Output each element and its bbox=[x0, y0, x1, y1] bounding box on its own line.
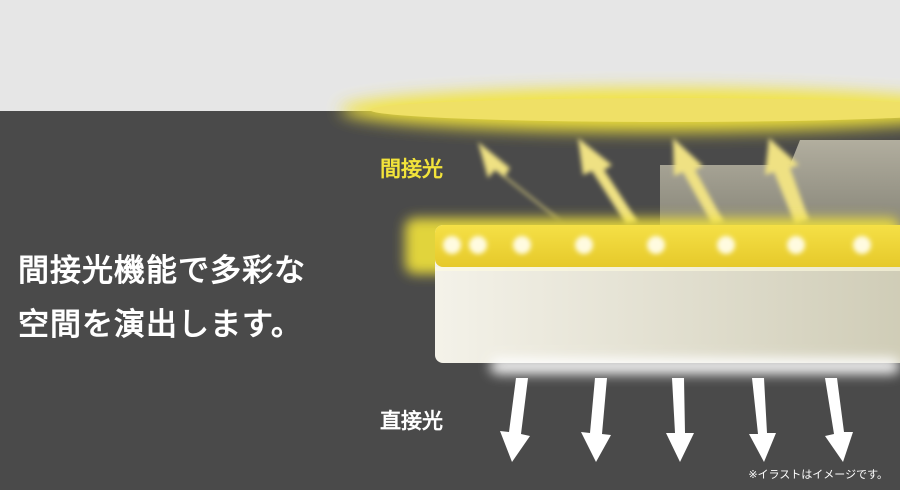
arrow-down-icon bbox=[500, 378, 530, 462]
arrow-down-icon bbox=[581, 378, 611, 462]
arrow-up-left-icon bbox=[578, 138, 638, 224]
headline-line-2: 空間を演出します。 bbox=[18, 307, 303, 343]
led-strip bbox=[435, 225, 900, 267]
ceiling-glow-core bbox=[370, 98, 900, 122]
headline-line-1: 間接光機能で多彩な bbox=[18, 253, 306, 289]
led-dot bbox=[469, 236, 487, 254]
arrow-down-icon bbox=[749, 378, 776, 462]
arrow-down-icon bbox=[666, 378, 694, 462]
led-dot bbox=[787, 236, 805, 254]
led-dot bbox=[647, 236, 665, 254]
arrow-up-left-icon bbox=[765, 138, 809, 224]
headline: 間接光機能で多彩な 空間を演出します。 bbox=[18, 244, 306, 352]
led-dot bbox=[575, 236, 593, 254]
led-dot bbox=[853, 236, 871, 254]
direct-light-label: 直接光 bbox=[380, 409, 443, 433]
arrow-down-icon bbox=[825, 378, 853, 462]
arrow-up-left-icon bbox=[673, 138, 724, 224]
indirect-light-label: 間接光 bbox=[380, 157, 443, 181]
direct-light-arrows bbox=[500, 378, 853, 462]
fixture-lower-band bbox=[435, 267, 900, 271]
down-glow bbox=[490, 358, 900, 374]
arrow-up-left-icon bbox=[478, 142, 563, 222]
led-dot bbox=[443, 236, 461, 254]
indirect-light-arrows bbox=[478, 138, 809, 224]
led-dot bbox=[717, 236, 735, 254]
illustration-note: ※イラストはイメージです。 bbox=[748, 468, 888, 481]
led-dot bbox=[513, 236, 531, 254]
led-dots bbox=[443, 236, 871, 254]
